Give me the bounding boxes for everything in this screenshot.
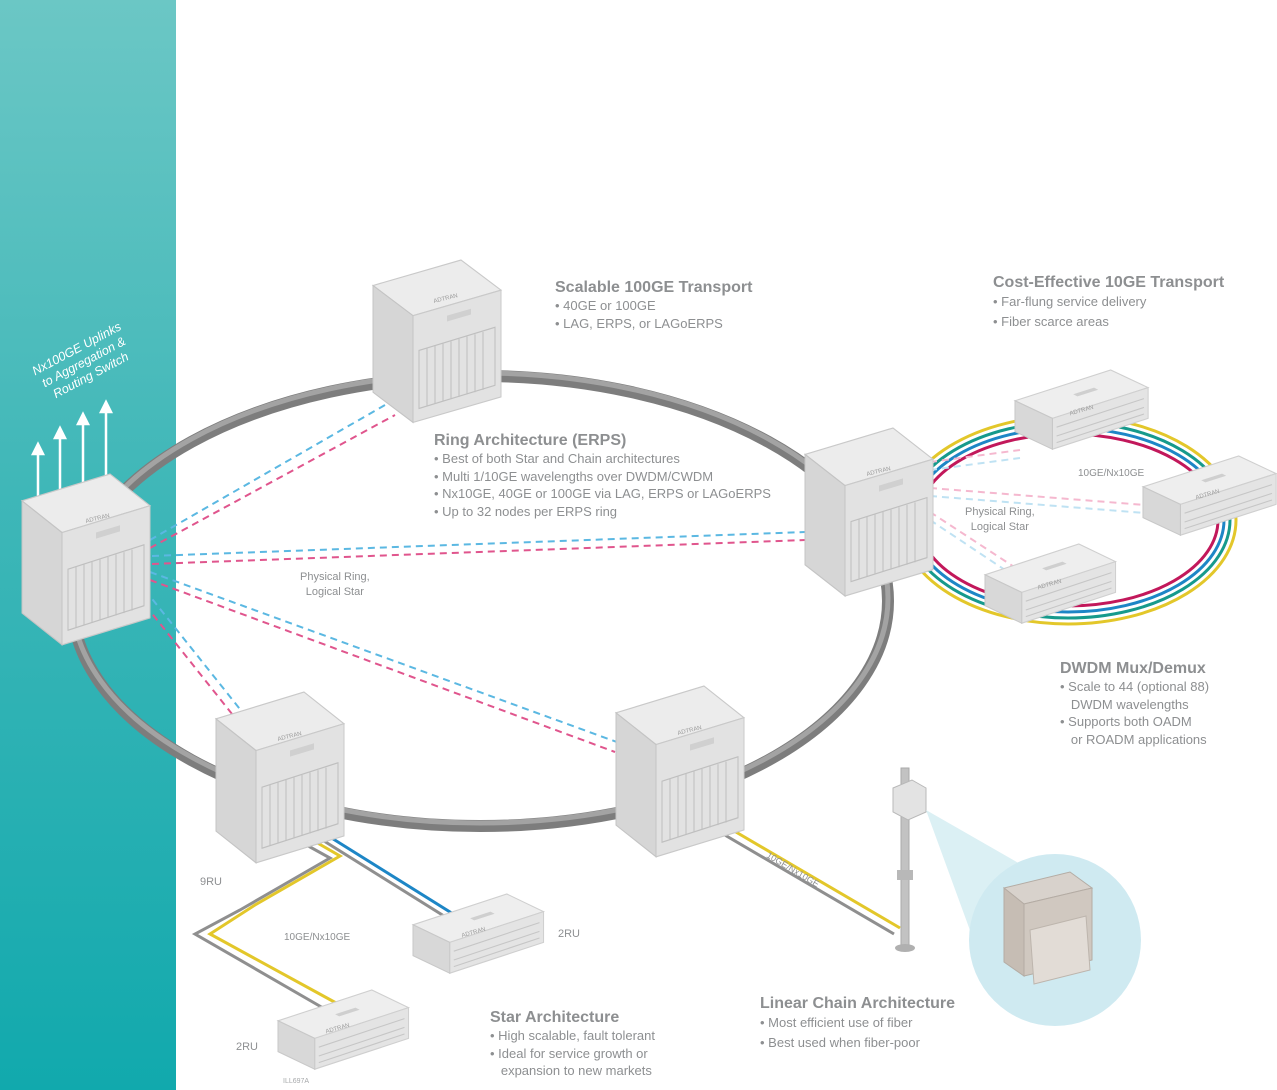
cost-block: Cost-Effective 10GE Transport • Far-flun… — [993, 274, 1224, 332]
rack-bottom-center — [615, 685, 745, 858]
link-label-dwdm: 10GE/Nx10GE — [1078, 468, 1145, 479]
rack-right — [804, 427, 934, 597]
ru-label-2a: 2RU — [558, 928, 581, 940]
linear-block: Linear Chain Architecture • Most efficie… — [760, 995, 955, 1053]
ring-title: Ring Architecture (ERPS) — [434, 432, 627, 449]
star-title: Star Architecture — [490, 1009, 620, 1026]
ru-label-9: 9RU — [200, 876, 223, 888]
utility-pole — [892, 767, 927, 952]
brand-plate: ADTRAN — [277, 731, 302, 743]
phys-ring-label-small: Physical Ring, Logical Star — [965, 506, 1035, 533]
scalable-bullet: • 40GE or 100GE — [555, 298, 656, 313]
brand-plate: ADTRAN — [866, 466, 891, 478]
ring-bullet: • Multi 1/10GE wavelengths over DWDM/CWD… — [434, 468, 714, 484]
dwdm-title: DWDM Mux/Demux — [1060, 660, 1206, 677]
cabinet-zoom — [1002, 871, 1094, 985]
linear-title: Linear Chain Architecture — [760, 995, 956, 1012]
dwdm-bullet: • Supports both OADM — [1060, 714, 1192, 729]
linear-bullet: • Best used when fiber-poor — [760, 1035, 920, 1050]
star-bullet: • Ideal for service growth or — [490, 1045, 648, 1061]
cost-bullet: • Fiber scarce areas — [993, 314, 1109, 329]
ring-bullet: • Nx10GE, 40GE or 100GE via LAG, ERPS or… — [434, 486, 771, 501]
dashed-links — [137, 404, 1146, 753]
star-block: Star Architecture • High scalable, fault… — [490, 1009, 655, 1080]
rack-uplink — [21, 473, 151, 646]
rack-bottom-left — [215, 691, 345, 864]
cost-title: Cost-Effective 10GE Transport — [993, 274, 1225, 291]
ru-label-2b: 2RU — [236, 1041, 259, 1053]
ring-bullet: • Up to 32 nodes per ERPS ring — [434, 503, 618, 519]
linear-bullet: • Most efficient use of fiber — [760, 1015, 913, 1030]
phys-ring-label-main: Physical Ring, Logical Star — [300, 571, 370, 598]
dwdm-bullet: DWDM wavelengths — [1060, 696, 1189, 712]
scalable-title: Scalable 100GE Transport — [555, 279, 753, 296]
scalable-block: Scalable 100GE Transport • 40GE or 100GE… — [555, 279, 752, 332]
link-label-star: 10GE/Nx10GE — [284, 932, 351, 943]
brand-plate: ADTRAN — [433, 293, 458, 305]
star-bullet: expansion to new markets — [490, 1063, 652, 1078]
ring-block: Ring Architecture (ERPS) • Best of both … — [434, 432, 771, 520]
scalable-bullet: • LAG, ERPS, or LAGoERPS — [555, 315, 723, 331]
ring-bullet: • Best of both Star and Chain architectu… — [434, 451, 680, 466]
brand-plate: ADTRAN — [677, 725, 702, 737]
rack-top — [372, 259, 502, 423]
dwdm-bullet: or ROADM applications — [1060, 731, 1207, 747]
brand-plate: ADTRAN — [85, 513, 110, 525]
cost-bullet: • Far-flung service delivery — [993, 294, 1147, 309]
dwdm-bullet: • Scale to 44 (optional 88) — [1060, 679, 1210, 694]
dwdm-block: DWDM Mux/Demux • Scale to 44 (optional 8… — [1060, 660, 1209, 748]
illustration-code: ILL697A — [283, 1078, 310, 1085]
star-bullet: • High scalable, fault tolerant — [490, 1028, 655, 1043]
